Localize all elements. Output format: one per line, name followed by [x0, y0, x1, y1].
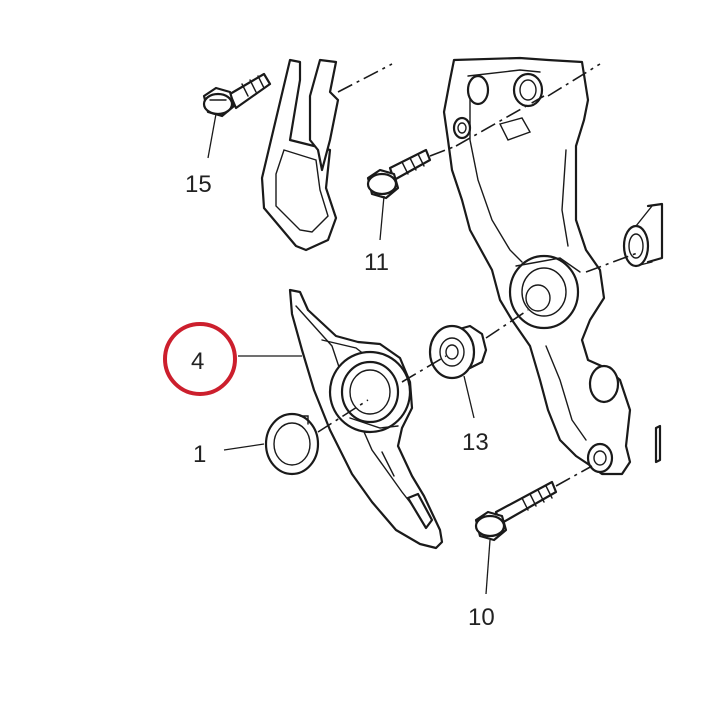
part-4-guard-plate: [288, 288, 444, 550]
callout-4: 4: [191, 348, 204, 375]
highlight-ring: [163, 322, 237, 396]
part-13-flanged-bushing: [428, 324, 488, 380]
callout-10: 10: [468, 604, 495, 631]
part-1-washer: [264, 412, 320, 476]
part-15-bolt: [202, 72, 272, 118]
callout-13: 13: [462, 429, 489, 456]
upper-bracket: [260, 58, 393, 252]
callout-15: 15: [185, 171, 212, 198]
swing-arm-frame: [442, 56, 664, 476]
callout-11: 11: [364, 249, 389, 276]
part-11-bolt: [366, 145, 457, 200]
leader-lines: [207, 113, 491, 595]
assembly-axes: [317, 95, 545, 433]
callout-1: 1: [193, 441, 206, 468]
part-10-bolt: [474, 465, 593, 542]
